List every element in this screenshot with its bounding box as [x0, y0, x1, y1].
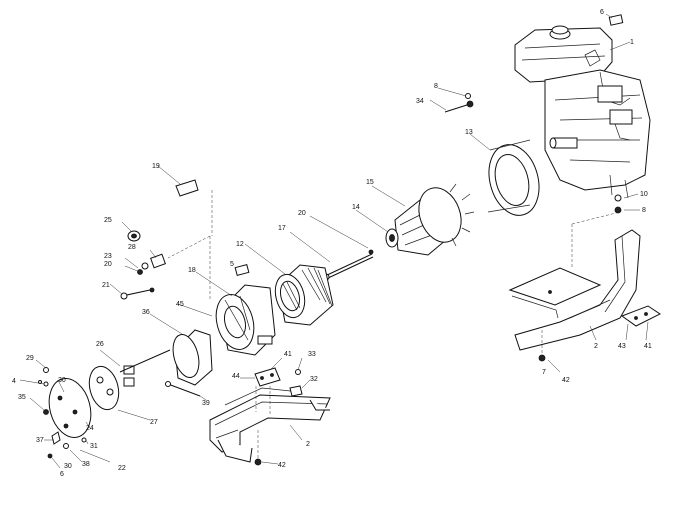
mount-bracket-44 [240, 357, 311, 414]
label-42-right: 42 [562, 377, 570, 384]
nut-42-bottom [254, 430, 279, 466]
label-5: 5 [230, 261, 234, 268]
label-18: 18 [188, 267, 196, 274]
stator-12 [244, 243, 334, 326]
label-30-top: 30 [58, 377, 66, 384]
label-20-mid: 20 [298, 210, 306, 217]
bolt-34 [429, 87, 474, 113]
control-panel-assembly [19, 349, 171, 469]
label-26: 26 [96, 341, 104, 348]
cover-36 [149, 313, 213, 386]
frame-left [209, 387, 331, 463]
label-30-bot: 30 [64, 463, 72, 470]
label-6-top: 6 [600, 9, 604, 16]
label-35: 35 [18, 394, 26, 401]
label-4: 4 [12, 378, 16, 385]
label-44: 44 [232, 373, 240, 380]
label-45: 45 [176, 301, 184, 308]
bolt-39 [165, 381, 207, 401]
label-7: 7 [542, 369, 546, 376]
label-24: 24 [86, 425, 94, 432]
label-17: 17 [278, 225, 286, 232]
label-41-right: 41 [644, 343, 652, 350]
label-21: 21 [102, 282, 110, 289]
label-39: 39 [202, 400, 210, 407]
label-plate-5 [234, 263, 250, 277]
label-25: 25 [104, 217, 112, 224]
label-33: 33 [308, 351, 316, 358]
label-8-right: 8 [642, 207, 646, 214]
label-15: 15 [366, 179, 374, 186]
label-36: 36 [142, 309, 150, 316]
label-31: 31 [90, 443, 98, 450]
label-19: 19 [152, 163, 160, 170]
label-37: 37 [36, 437, 44, 444]
label-2-left: 2 [306, 441, 310, 448]
label-10: 10 [640, 191, 648, 198]
callout-labels: 6 1 8 34 13 19 15 14 10 8 25 28 20 17 12… [12, 9, 652, 478]
nut-42-right [538, 354, 561, 373]
rotor-assembly [355, 183, 475, 256]
label-2-right: 2 [594, 343, 598, 350]
end-bell-housing [167, 235, 276, 356]
label-28: 28 [128, 244, 136, 251]
label-41-mid: 41 [284, 351, 292, 358]
label-23: 23 [104, 253, 112, 260]
label-6-bot: 6 [60, 471, 64, 478]
label-27: 27 [150, 419, 158, 426]
label-22: 22 [118, 465, 126, 472]
label-43: 43 [618, 343, 626, 350]
label-29: 29 [26, 355, 34, 362]
label-38: 38 [82, 461, 90, 468]
label-8-top: 8 [434, 83, 438, 90]
label-14: 14 [352, 204, 360, 211]
label-20-left: 20 [104, 261, 112, 268]
label-12: 12 [236, 241, 244, 248]
label-42-bot: 42 [278, 462, 286, 469]
label-plate-19 [157, 165, 213, 236]
washers-right [614, 193, 640, 214]
frame-right [508, 211, 661, 354]
label-34: 34 [416, 98, 424, 105]
label-32: 32 [310, 376, 318, 383]
label-13: 13 [465, 129, 473, 136]
adapter-ring-13 [469, 133, 540, 216]
label-1: 1 [630, 39, 634, 46]
small-parts-cluster [109, 221, 166, 300]
engine-assembly [514, 13, 651, 199]
